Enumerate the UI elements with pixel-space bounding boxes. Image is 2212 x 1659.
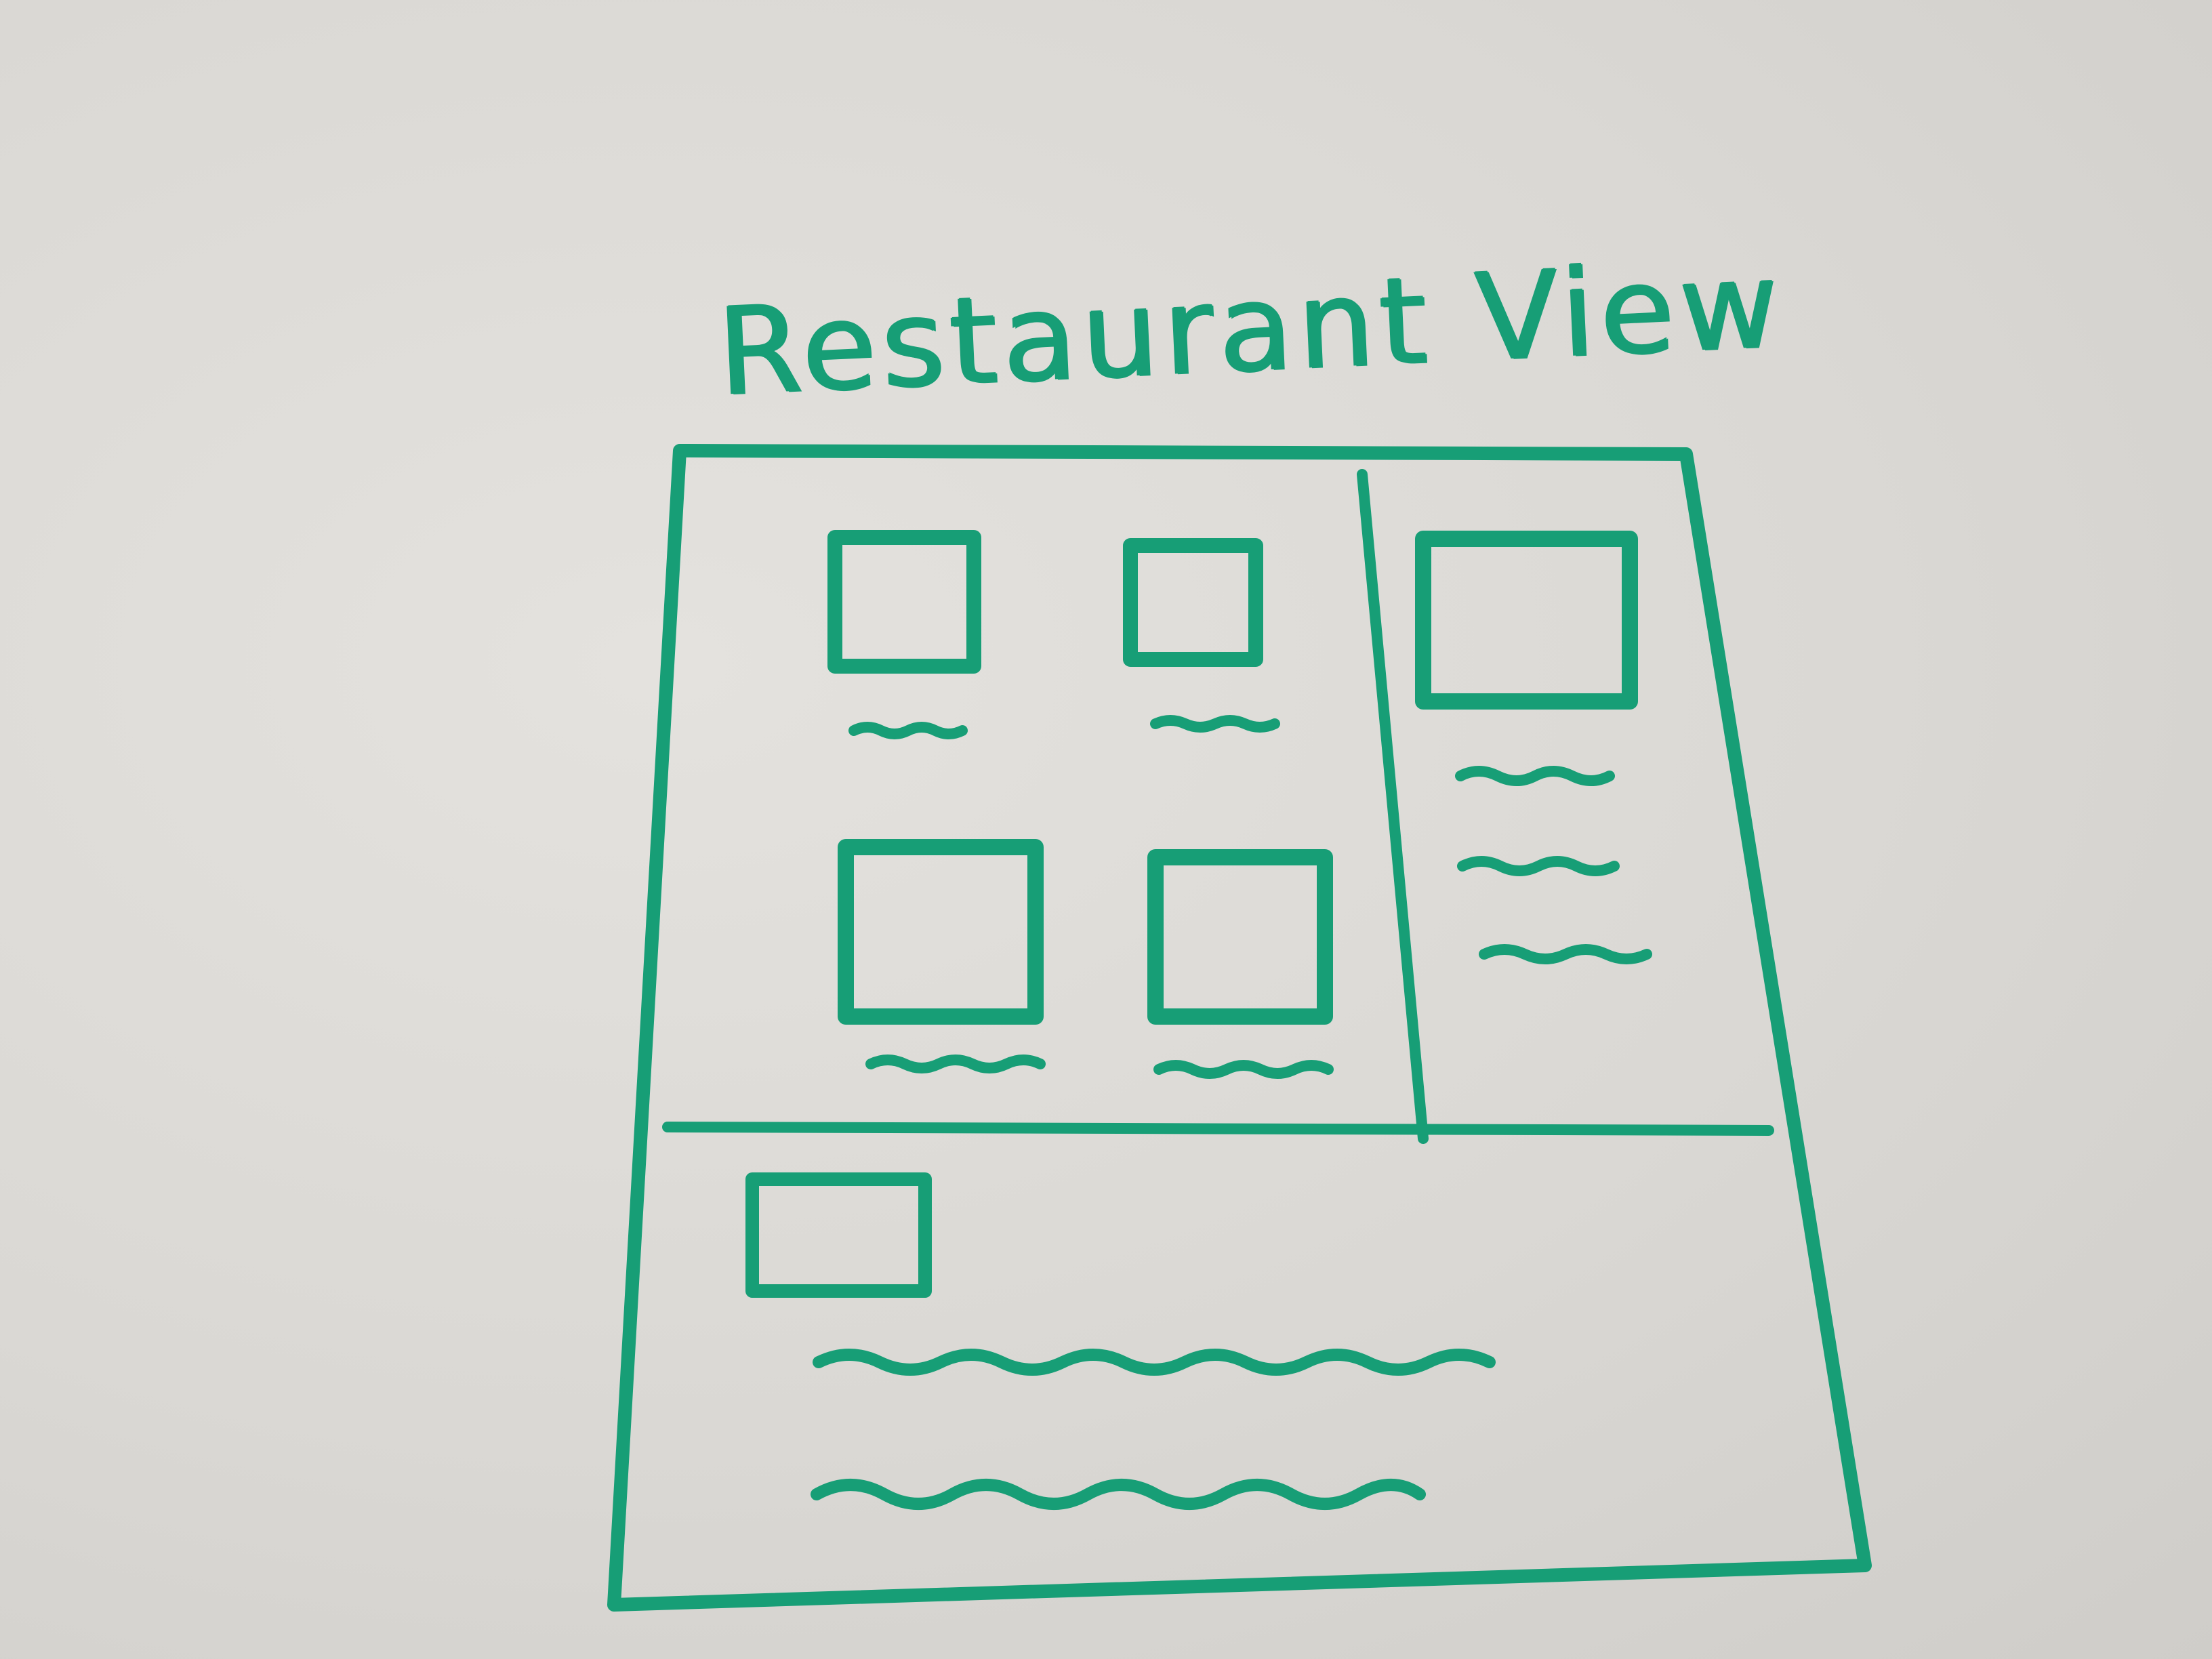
- grid-item-caption-2: [1150, 715, 1280, 733]
- bottom-panel-text-line-1: [813, 1349, 1496, 1376]
- side-panel-text-line-2: [1457, 856, 1620, 876]
- grid-item-image-4: [1147, 849, 1333, 1025]
- side-panel-text-line-3: [1479, 944, 1652, 964]
- outer-frame: [607, 444, 1872, 1612]
- horizontal-divider: [662, 1122, 1774, 1136]
- grid-item-caption-3: [865, 1054, 1046, 1073]
- bottom-panel-text-line-2: [811, 1479, 1426, 1510]
- vertical-divider: [1357, 469, 1429, 1144]
- grid-item-caption-1: [848, 722, 968, 739]
- grid-item-image-2: [1123, 538, 1263, 667]
- grid-item-image-1: [827, 530, 981, 674]
- grid-item-caption-4: [1153, 1060, 1334, 1079]
- side-panel-text-line-1: [1455, 766, 1615, 786]
- side-panel-image: [1415, 531, 1638, 710]
- bottom-panel-image: [745, 1172, 932, 1298]
- grid-item-image-3: [838, 839, 1044, 1025]
